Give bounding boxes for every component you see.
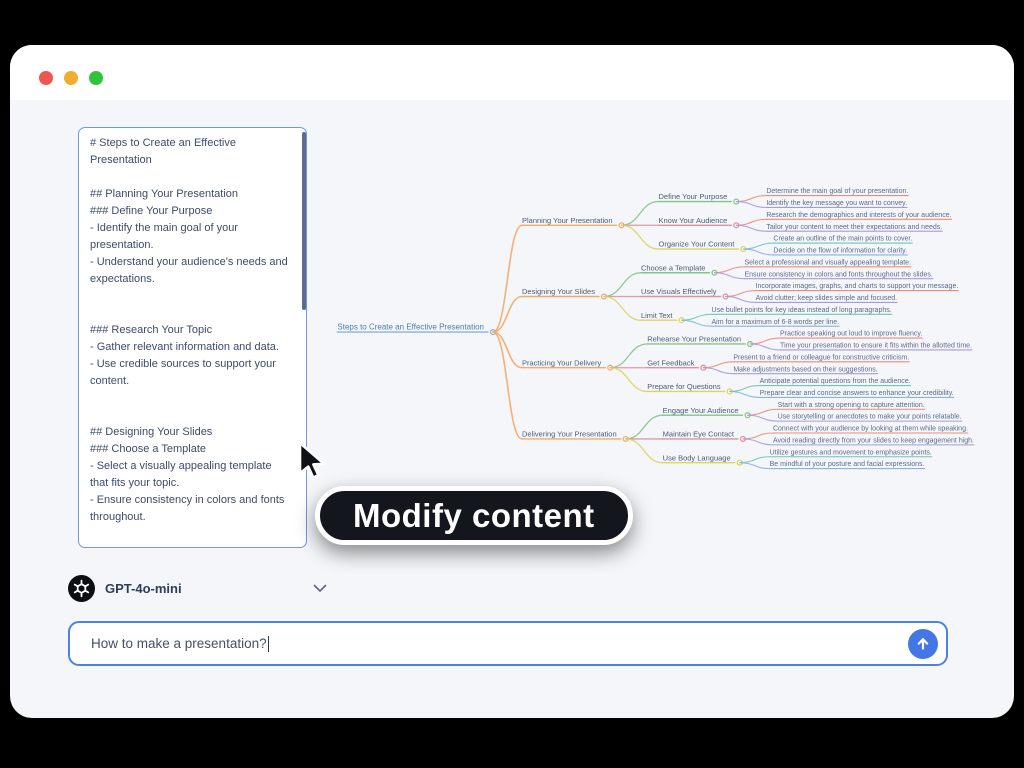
- mindmap-edge: [749, 343, 781, 351]
- mindmap-node-label[interactable]: Incorporate images, graphs, and charts t…: [756, 283, 959, 290]
- mindmap-edge: [625, 438, 664, 464]
- zoom-window-button[interactable]: [89, 71, 103, 85]
- mindmap-edge: [492, 224, 523, 333]
- chevron-down-icon: [313, 584, 327, 592]
- mindmap-edge: [735, 200, 767, 209]
- send-button[interactable]: [908, 628, 938, 659]
- mindmap-edge: [747, 408, 779, 416]
- text-caret: [267, 635, 270, 652]
- mindmap-edge: [603, 295, 642, 321]
- mindmap-edge: [713, 266, 746, 274]
- minimize-window-button[interactable]: [64, 71, 78, 85]
- mindmap-node-label[interactable]: Steps to Create an Effective Presentatio…: [337, 323, 484, 332]
- mindmap-edge: [725, 290, 757, 298]
- mindmap-edge: [609, 343, 648, 369]
- mindmap-edge: [492, 331, 523, 369]
- mindmap-node-label[interactable]: Research the demographics and interests …: [766, 212, 951, 219]
- chat-input[interactable]: How to make a presentation?: [68, 621, 948, 666]
- mindmap-edge: [620, 200, 660, 226]
- mindmap-node-label[interactable]: Use Visuals Effectively: [641, 287, 717, 296]
- mindmap-node-label[interactable]: Ensure consistency in colors and fonts t…: [744, 271, 932, 278]
- mindmap-node-label[interactable]: Make adjustments based on their suggesti…: [733, 366, 877, 373]
- mindmap-edge: [742, 438, 774, 446]
- mindmap-edge: [680, 313, 713, 321]
- mindmap-edge: [735, 224, 767, 232]
- mindmap-node-label[interactable]: Start with a strong opening to capture a…: [778, 402, 925, 409]
- mindmap-node-label[interactable]: Create an outline of the main points to …: [773, 236, 912, 243]
- mindmap-canvas[interactable]: Steps to Create an Effective Presentatio…: [10, 45, 1014, 718]
- mindmap-node-label[interactable]: Avoid reading directly from your slides …: [773, 437, 974, 444]
- mindmap-edge: [625, 414, 664, 440]
- mindmap-node-label[interactable]: Identify the key message you want to con…: [766, 200, 907, 207]
- model-name-label: GPT-4o-mini: [105, 580, 182, 596]
- mindmap-node-label[interactable]: Determine the main goal of your presenta…: [766, 188, 908, 195]
- mindmap-node-label[interactable]: Planning Your Presentation: [522, 216, 613, 225]
- close-window-button[interactable]: [39, 71, 53, 85]
- mindmap-node-label[interactable]: Rehearse Your Presentation: [647, 335, 741, 344]
- window-controls: [39, 71, 103, 85]
- mindmap-edge: [702, 367, 734, 375]
- mindmap-node-label[interactable]: Decide on the flow of information for cl…: [773, 248, 907, 255]
- model-selector-dropdown[interactable]: GPT-4o-mini: [68, 566, 333, 610]
- markdown-editor-scrollbar[interactable]: [302, 132, 306, 310]
- mindmap-node-label[interactable]: Get Feedback: [647, 358, 694, 367]
- mindmap-edge: [620, 224, 660, 250]
- mindmap-node-label[interactable]: Use bullet points for key ideas instead …: [712, 307, 892, 314]
- mindmap-edge: [609, 367, 648, 393]
- mindmap-node-label[interactable]: Choose a Template: [641, 263, 706, 272]
- mindmap-edge: [749, 337, 781, 345]
- mindmap-node-label[interactable]: Use storytelling or anecdotes to make yo…: [778, 414, 962, 421]
- mindmap-node-label[interactable]: Prepare clear and concise answers to enh…: [760, 390, 954, 397]
- mindmap-edge: [747, 414, 779, 422]
- mindmap-edge: [742, 242, 774, 250]
- mindmap-node-label[interactable]: Prepare for Questions: [647, 382, 721, 391]
- mindmap-node-label[interactable]: Practicing Your Delivery: [522, 358, 601, 367]
- arrow-up-icon: [917, 637, 929, 650]
- modify-content-tooltip: Modify content: [315, 486, 633, 545]
- mindmap-edge: [729, 390, 761, 398]
- mindmap-node-label[interactable]: Know Your Audience: [659, 216, 728, 225]
- mindmap-edge: [729, 384, 761, 393]
- mindmap-edge: [735, 195, 767, 203]
- mindmap-node-label[interactable]: Designing Your Slides: [522, 287, 595, 296]
- mindmap-edge: [725, 295, 757, 303]
- mouse-cursor-icon: [298, 441, 326, 479]
- mindmap-node-label[interactable]: Use Body Language: [663, 453, 731, 462]
- mindmap-node-label[interactable]: Limit Text: [641, 311, 673, 320]
- mindmap-node-label[interactable]: Delivering Your Presentation: [522, 430, 617, 439]
- mindmap-node-label[interactable]: Anticipate potential questions from the …: [760, 378, 911, 385]
- window-titlebar[interactable]: [10, 45, 1014, 100]
- mindmap-edge: [492, 295, 523, 333]
- mindmap-edge: [739, 456, 771, 464]
- mindmap-node-label[interactable]: Organize Your Content: [659, 240, 736, 249]
- mindmap-edge: [735, 218, 767, 226]
- mindmap-node-label[interactable]: Avoid clutter; keep slides simple and fo…: [756, 295, 898, 302]
- mindmap-node-label[interactable]: Be mindful of your posture and facial ex…: [770, 461, 925, 468]
- mindmap-node-label[interactable]: Engage Your Audience: [663, 406, 739, 415]
- mindmap-edge: [702, 361, 734, 369]
- mindmap-node-label[interactable]: Select a professional and visually appea…: [744, 259, 911, 266]
- mindmap-node-label[interactable]: Present to a friend or colleague for con…: [733, 354, 909, 361]
- chat-input-value: How to make a presentation?: [91, 636, 267, 651]
- markdown-editor[interactable]: # Steps to Create an Effective Presentat…: [78, 127, 307, 548]
- mindmap-edge: [492, 331, 523, 440]
- openai-logo-icon: [68, 574, 95, 602]
- mindmap-node-label[interactable]: Tailor your content to meet their expect…: [766, 224, 942, 231]
- mindmap-edge: [742, 432, 774, 440]
- mindmap-node-label[interactable]: Time your presentation to ensure it fits…: [780, 343, 972, 350]
- mindmap-node-label[interactable]: Utilize gestures and movement to emphasi…: [770, 449, 932, 456]
- tooltip-label: Modify content: [353, 496, 595, 534]
- mindmap-node-label[interactable]: Define Your Purpose: [659, 192, 728, 201]
- mindmap-edge: [742, 248, 774, 256]
- mindmap-edge: [713, 272, 746, 280]
- mindmap-node-label[interactable]: Aim for a maximum of 6-8 words per line.: [712, 319, 840, 326]
- mindmap-node-label[interactable]: Practice speaking out loud to improve fl…: [780, 331, 922, 338]
- mindmap-edge: [680, 319, 713, 327]
- mindmap-node-label[interactable]: Connect with your audience by looking at…: [773, 426, 968, 433]
- mindmap-edge: [603, 272, 642, 298]
- mindmap-node-label[interactable]: Maintain Eye Contact: [663, 430, 735, 439]
- app-window: Steps to Create an Effective Presentatio…: [10, 45, 1014, 718]
- mindmap-edge: [739, 462, 771, 470]
